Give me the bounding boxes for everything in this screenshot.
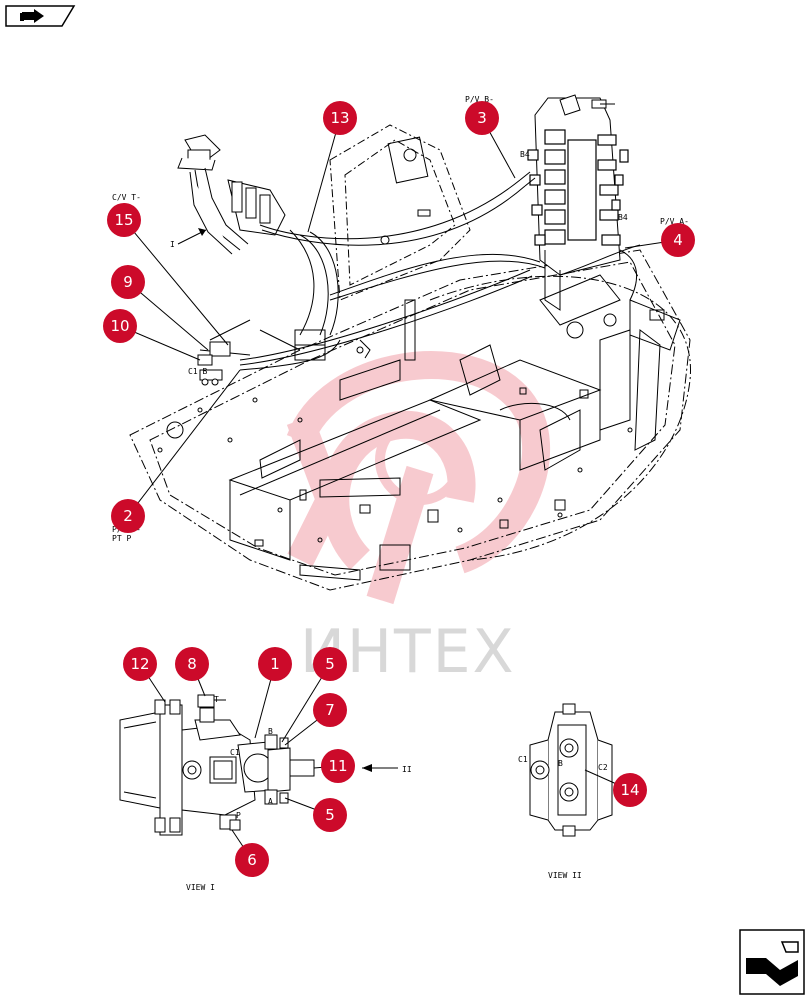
callout-6: 6 xyxy=(235,843,269,877)
hose-fittings xyxy=(197,341,231,386)
callout-15: 15 xyxy=(107,203,141,237)
label-c1-b: C1 B xyxy=(188,367,207,376)
callout-circle xyxy=(661,223,695,257)
upper-frame xyxy=(129,124,691,591)
callout-5a: 5 xyxy=(313,647,347,681)
label-b4-a: B4 xyxy=(520,150,530,159)
callout-13: 13 xyxy=(323,101,357,135)
svg-text:II: II xyxy=(402,765,412,774)
leader-lines xyxy=(119,117,679,861)
callout-circle xyxy=(313,798,347,832)
callout-3: 3 xyxy=(465,101,499,135)
callout-10: 10 xyxy=(103,309,137,343)
label-pt-p: PT P xyxy=(112,534,131,543)
watermark-logo xyxy=(286,351,550,605)
callout-number: 10 xyxy=(110,317,129,335)
callout-8: 8 xyxy=(175,647,209,681)
label-b4-b: B4 xyxy=(618,213,628,222)
hydraulic-hoses xyxy=(199,171,641,371)
callout-number: 13 xyxy=(330,109,349,127)
callout-7: 7 xyxy=(313,693,347,727)
view-ii-motor-end xyxy=(529,703,613,837)
callout-11: 11 xyxy=(321,749,355,783)
callout-number: 6 xyxy=(247,851,257,869)
callout-number: 14 xyxy=(620,781,639,799)
callout-circle xyxy=(323,101,357,135)
svg-text:I: I xyxy=(170,240,175,249)
callout-circle xyxy=(313,693,347,727)
callout-circle xyxy=(111,265,145,299)
callout-number: 1 xyxy=(270,655,280,673)
callout-number: 2 xyxy=(123,507,133,525)
callout-number: 3 xyxy=(477,109,487,127)
label-t: T xyxy=(214,695,219,704)
callout-number: 5 xyxy=(325,655,335,673)
callout-circle xyxy=(321,749,355,783)
label-b: B xyxy=(268,727,273,736)
previous-page-icon[interactable] xyxy=(4,4,76,28)
control-valve xyxy=(527,94,638,311)
callout-circle xyxy=(258,647,292,681)
pilot-valve xyxy=(177,134,286,255)
label-pv-b: P/V B- xyxy=(465,95,494,104)
label-pv-a: P/V A- xyxy=(660,217,689,226)
callout-circle xyxy=(465,101,499,135)
caption-view-i: VIEW I xyxy=(186,883,215,892)
callout-4: 4 xyxy=(661,223,695,257)
label-view2-c1: C1 xyxy=(518,755,528,764)
callout-2: 2 xyxy=(111,499,145,533)
section-arrow-ii: II xyxy=(362,764,412,774)
callout-12: 12 xyxy=(123,647,157,681)
label-view2-b: B xyxy=(558,759,563,768)
label-p: P xyxy=(236,811,241,820)
label-a: A xyxy=(268,797,273,806)
caption-view-ii: VIEW II xyxy=(548,871,582,880)
callout-number: 15 xyxy=(114,211,133,229)
label-c1: C1 xyxy=(230,748,240,757)
callout-number: 9 xyxy=(123,273,133,291)
label-cv-t: C/V T- xyxy=(112,193,141,202)
callout-number: 12 xyxy=(130,655,149,673)
callout-9: 9 xyxy=(111,265,145,299)
callout-circle xyxy=(175,647,209,681)
callout-number: 4 xyxy=(673,231,683,249)
callout-number: 5 xyxy=(325,806,335,824)
callout-circle xyxy=(613,773,647,807)
callout-number: 8 xyxy=(187,655,197,673)
view-i-swing-motor xyxy=(119,694,315,836)
label-c2: C2 xyxy=(598,763,608,772)
callout-circle xyxy=(111,499,145,533)
callout-number: 7 xyxy=(325,701,335,719)
callout-5b: 5 xyxy=(313,798,347,832)
callout-number: 11 xyxy=(328,757,347,775)
callout-circle xyxy=(235,843,269,877)
callout-circle xyxy=(313,647,347,681)
callout-circle xyxy=(107,203,141,237)
callout-1: 1 xyxy=(258,647,292,681)
callout-circle xyxy=(103,309,137,343)
next-page-icon[interactable] xyxy=(738,928,806,996)
section-arrow-i: I xyxy=(170,228,207,249)
callout-14: 14 xyxy=(613,773,647,807)
callout-circle xyxy=(123,647,157,681)
